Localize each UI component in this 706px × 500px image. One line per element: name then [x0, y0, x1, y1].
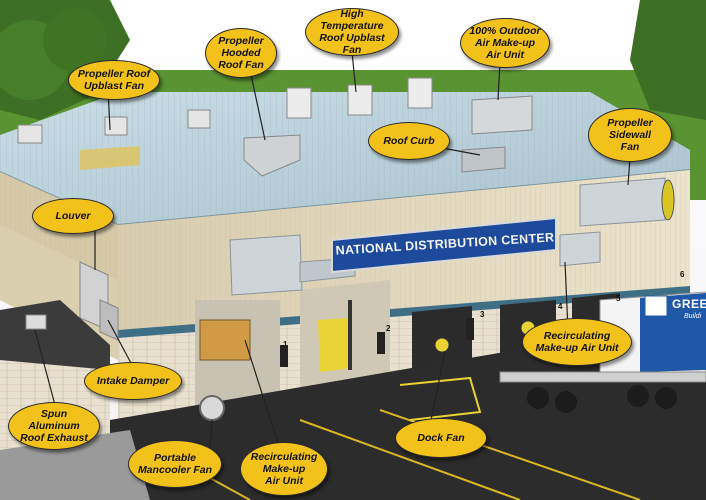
tree-right	[630, 0, 706, 120]
dock-fan-icon	[434, 337, 450, 353]
truck-wheel	[527, 387, 549, 409]
shelving	[200, 320, 250, 360]
door-number: 4	[558, 302, 563, 311]
callout-propeller-hooded-roof-fan[interactable]: Propeller Hooded Roof Fan	[205, 28, 277, 78]
traffic-light	[377, 332, 385, 354]
callout-outdoor-air-makeup-unit[interactable]: 100% Outdoor Air Make-up Air Unit	[460, 18, 550, 68]
callout-portable-mancooler-fan[interactable]: Portable Mancooler Fan	[128, 440, 222, 488]
callout-dock-fan[interactable]: Dock Fan	[395, 418, 487, 458]
door-number: 1	[283, 340, 288, 349]
callout-spun-aluminum-roof-exhaust[interactable]: Spun Aluminum Roof Exhaust	[8, 402, 100, 450]
traffic-light	[466, 318, 474, 340]
forklift	[318, 318, 352, 372]
roof-fan	[104, 116, 128, 136]
roof-fan	[187, 109, 211, 129]
high-temp-fan	[286, 87, 312, 119]
makeup-air-unit	[471, 95, 533, 135]
truck-wheel	[655, 387, 677, 409]
parking-line	[299, 419, 521, 500]
high-temp-fan	[407, 77, 433, 109]
truck-brand-text: GREEN	[672, 297, 706, 311]
sidewall-fan-ring	[661, 179, 675, 221]
truck-wheel	[627, 385, 649, 407]
door-number: 5	[616, 294, 621, 303]
roof-fan	[17, 124, 43, 144]
door-number: 3	[480, 310, 485, 319]
callout-louver[interactable]: Louver	[32, 198, 114, 234]
door-number: 6	[680, 270, 685, 279]
duct-unit-right	[559, 231, 601, 267]
callout-roof-curb[interactable]: Roof Curb	[368, 122, 450, 160]
leader-lines	[34, 51, 631, 451]
roof-curb-unit	[461, 146, 506, 173]
callout-recirculating-makeup-air-unit-right[interactable]: Recirculating Make-up Air Unit	[522, 318, 632, 366]
callout-recirculating-makeup-air-unit-bottom[interactable]: Recirculating Make-up Air Unit	[240, 442, 328, 496]
high-temp-fan	[347, 84, 373, 116]
sidewall-duct	[579, 177, 666, 227]
duct-unit	[229, 234, 303, 296]
callout-propeller-sidewall-fan[interactable]: Propeller Sidewall Fan	[588, 108, 672, 162]
spun-aluminum-exhaust	[25, 314, 47, 330]
forklift-mast	[348, 300, 352, 370]
roof-hatch	[80, 146, 140, 170]
callout-high-temperature-roof-upblast-fan[interactable]: High Temperature Roof Upblast Fan	[305, 8, 399, 56]
hooded-roof-fan	[243, 134, 301, 177]
mancooler-fan	[199, 395, 225, 421]
truck-sub-text: Buildi	[684, 313, 702, 320]
dock-railing	[399, 376, 482, 421]
truck-wheel	[555, 391, 577, 413]
tree-canopy	[43, 8, 107, 72]
truck-logo	[644, 295, 668, 317]
trailer-frame	[499, 371, 706, 383]
sign-board	[331, 216, 557, 274]
callout-intake-damper[interactable]: Intake Damper	[84, 362, 182, 400]
callout-propeller-roof-upblast-fan[interactable]: Propeller Roof Upblast Fan	[68, 60, 160, 100]
traffic-light	[280, 345, 288, 367]
door-number: 2	[386, 324, 391, 333]
